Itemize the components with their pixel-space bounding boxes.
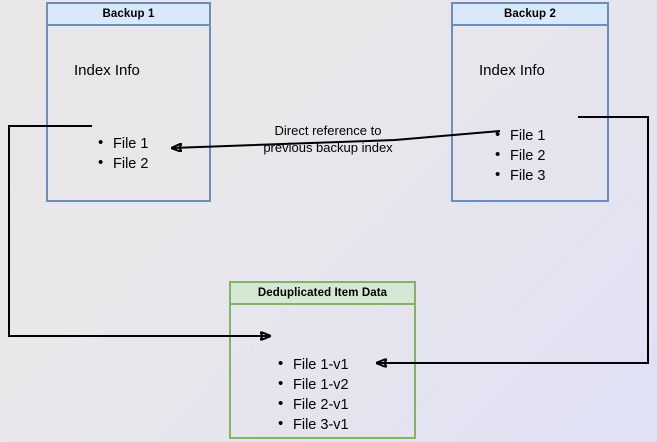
dedup-file-list: File 1-v1 File 1-v2 File 2-v1 File 3-v1	[278, 354, 349, 435]
box-backup-2[interactable]: Backup 2 Index Info File 1 File 2 File 3	[451, 2, 609, 202]
connector-caption-line-1: Direct reference to	[274, 123, 382, 138]
box-deduplicated-item-data-header: Deduplicated Item Data	[231, 283, 414, 305]
backup-1-index-info-label: Index Info	[74, 62, 140, 79]
box-deduplicated-item-data[interactable]: Deduplicated Item Data File 1-v1 File 1-…	[229, 281, 416, 439]
connector-caption: Direct reference to previous backup inde…	[252, 122, 404, 156]
list-item: File 1-v2	[278, 374, 349, 395]
list-item: File 3	[495, 165, 545, 186]
box-backup-2-body: Index Info File 1 File 2 File 3	[453, 26, 607, 200]
backup-1-file-list: File 1 File 2	[98, 133, 148, 174]
backup-2-file-list: File 1 File 2 File 3	[495, 125, 545, 186]
box-backup-1-header: Backup 1	[48, 4, 209, 26]
list-item: File 1	[98, 133, 148, 154]
box-backup-2-header: Backup 2	[453, 4, 607, 26]
box-backup-1[interactable]: Backup 1 Index Info File 1 File 2	[46, 2, 211, 202]
list-item: File 1	[495, 125, 545, 146]
list-item: File 3-v1	[278, 414, 349, 435]
box-deduplicated-item-data-body: File 1-v1 File 1-v2 File 2-v1 File 3-v1	[231, 305, 414, 437]
list-item: File 1-v1	[278, 354, 349, 375]
connector-caption-line-2: previous backup index	[263, 140, 393, 155]
list-item: File 2-v1	[278, 394, 349, 415]
list-item: File 2	[495, 145, 545, 166]
box-backup-1-body: Index Info File 1 File 2	[48, 26, 209, 200]
list-item: File 2	[98, 153, 148, 174]
backup-2-index-info-label: Index Info	[479, 62, 545, 79]
